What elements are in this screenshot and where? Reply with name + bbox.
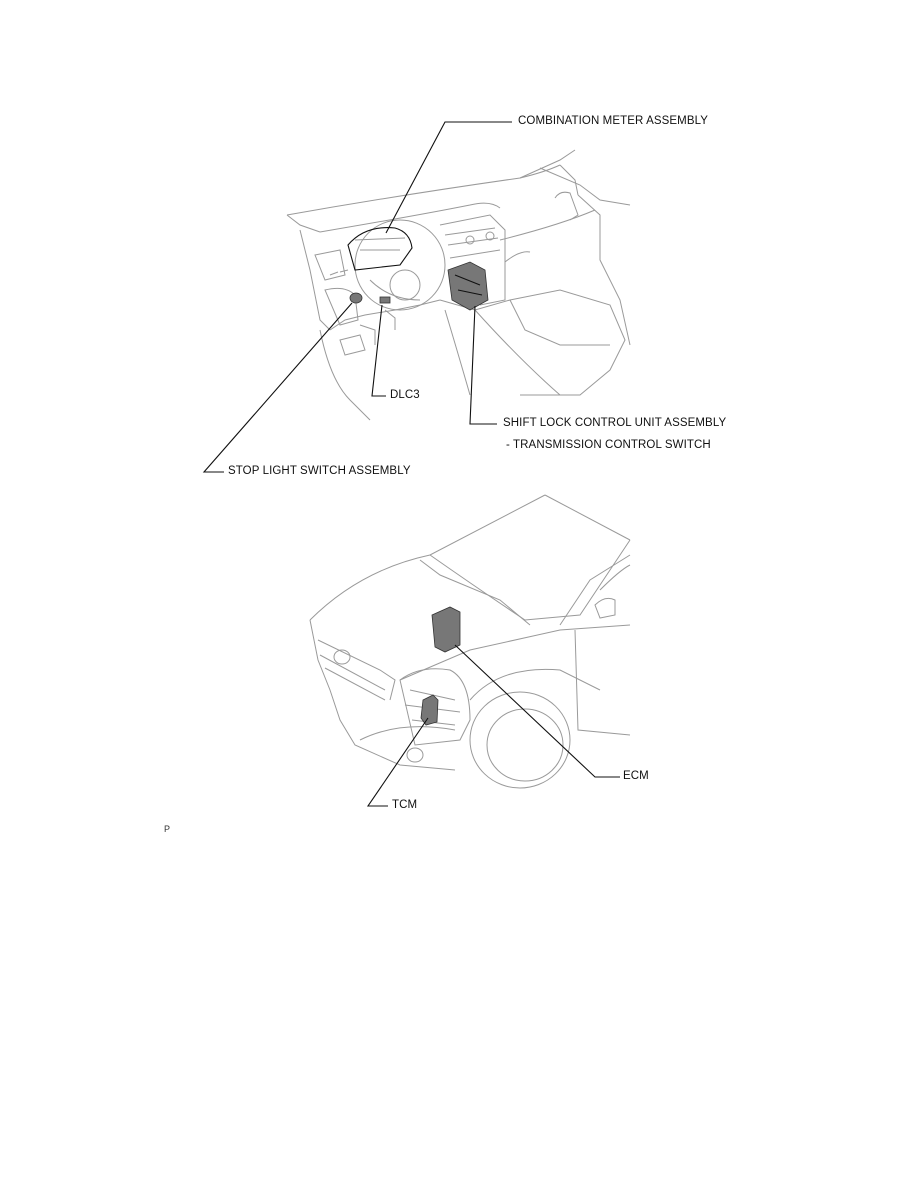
label-tcm: TCM [392, 799, 418, 811]
leader-ecm [454, 644, 620, 778]
leader-combination-meter [385, 121, 512, 234]
leader-dlc3 [371, 304, 386, 397]
label-stop-light-switch-assembly: STOP LIGHT SWITCH ASSEMBLY [228, 465, 411, 477]
leader-stop-light [202, 302, 353, 473]
label-transmission-control-switch: - TRANSMISSION CONTROL SWITCH [506, 439, 711, 451]
leader-shift-lock [469, 305, 497, 425]
vehicle-front-illustration [309, 494, 631, 789]
label-ecm: ECM [623, 770, 649, 782]
label-combination-meter-assembly: COMBINATION METER ASSEMBLY [518, 115, 709, 127]
leader-tcm [366, 717, 429, 807]
label-shift-lock-control-unit-assembly: SHIFT LOCK CONTROL UNIT ASSEMBLY [503, 417, 727, 429]
dashboard-illustration [286, 149, 631, 421]
label-dlc3: DLC3 [390, 389, 420, 401]
page-mark: P [164, 824, 171, 834]
